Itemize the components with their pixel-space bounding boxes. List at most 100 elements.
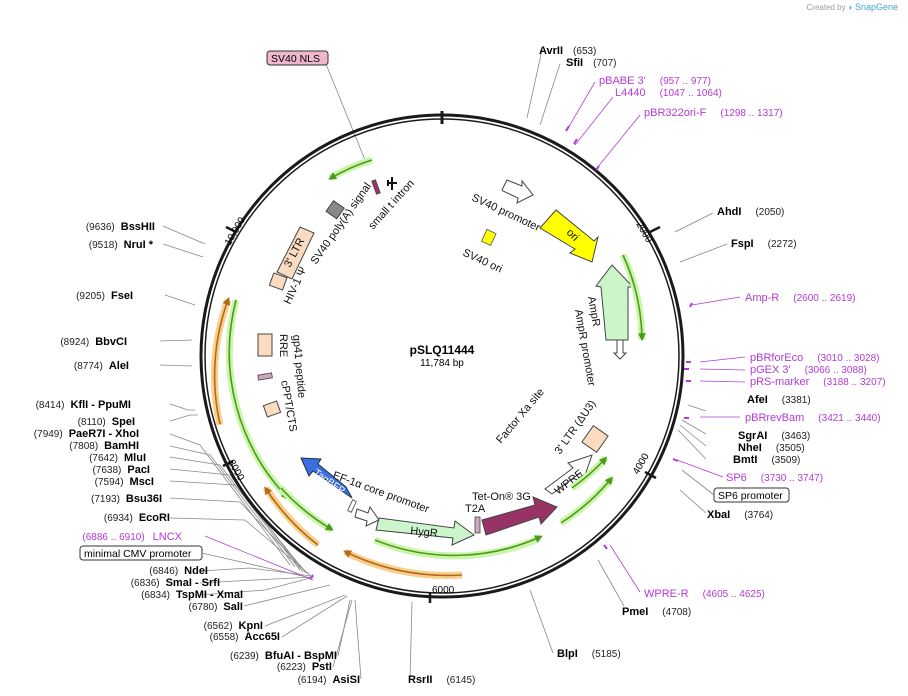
cppt-cts-box: [262, 400, 282, 418]
plasmid-length: 11,784 bp: [420, 358, 464, 369]
primer-prs-marker: pRS-marker(3188 .. 3207): [750, 376, 886, 388]
tet-on-arrow: [481, 496, 558, 536]
ampr-label: AmpR: [585, 295, 602, 327]
site-paer7i-xhoi: (7949)PaeR7I - XhoI: [34, 428, 139, 440]
ef1a-promoter-arrow: [354, 505, 380, 527]
primer-pbrforeco: pBRforEco(3010 .. 3028): [750, 352, 879, 364]
site-leader-lines: [159, 49, 728, 680]
tick-2000: [649, 225, 661, 234]
tick-label-2000: 2000: [633, 220, 654, 245]
orange-orf-arcs: [210, 296, 463, 580]
site-sfii: SfiI(707): [566, 57, 616, 69]
sv40-nls-label: SV40 NLS: [271, 53, 320, 65]
primer-leader-lines: [204, 81, 746, 593]
site-smai-srfi: (6836)SmaI - SrfI: [131, 577, 220, 589]
watermark-prefix: Created by: [806, 3, 846, 12]
tick-8000: [222, 459, 234, 468]
primer-pgex3: pGEX 3'(3066 .. 3088): [750, 364, 867, 376]
site-bbvci: (8924)BbvCI: [60, 336, 127, 348]
sv40-promoter-arrow: [501, 179, 534, 204]
site-bsshii: (9636)BssHII: [86, 221, 155, 233]
site-spei: (8110)SpeI: [78, 416, 135, 428]
sv40-polya-label: SV40 poly(A) signal: [309, 181, 374, 267]
primer-sp6: SP6(3730 .. 3747): [726, 472, 823, 484]
primer-lncx: (6886 .. 6910)LNCX: [82, 531, 182, 543]
snapgene-logo-icon: ◖: [847, 3, 853, 12]
snapgene-watermark: Created by ◖ SnapGene: [807, 2, 899, 12]
site-bsu36i: (7193)Bsu36I: [91, 493, 162, 505]
orf-arcs: [225, 156, 646, 560]
hygr-label: HygR: [410, 525, 439, 540]
site-ecori: (6934)EcoRI: [104, 512, 170, 524]
site-msci: (7594)MscI: [95, 476, 154, 488]
primer-pbrrevbam: pBRrevBam(3421 .. 3440): [745, 412, 881, 424]
t2a-box: [474, 516, 481, 534]
site-kpni: (6562)KpnI: [204, 620, 263, 632]
site-blpi: BlpI(5185): [557, 648, 621, 660]
sp6-promoter-label: SP6 promoter: [718, 490, 783, 502]
ampr-arrow: [595, 264, 635, 341]
primer-marks: [309, 125, 693, 580]
sv40-ori-label: SV40 ori: [461, 247, 504, 276]
tick-label-6000: 6000: [432, 585, 455, 596]
site-xbai: XbaI(3764): [707, 509, 773, 521]
primer-l4440: L4440(1047 .. 1064): [615, 87, 722, 99]
site-psti: (6223)PstI: [277, 661, 332, 673]
site-tspmi-xmai: (6834)TspMI - XmaI: [141, 589, 243, 601]
site-mlui: (7642)MluI: [89, 452, 146, 464]
site-avrii: AvrII(653): [539, 45, 596, 57]
site-fspi: FspI(2272): [731, 238, 797, 250]
ori-arrow: [539, 209, 599, 263]
gp41-box: [257, 372, 273, 381]
small-t-intron-mark: [387, 177, 397, 190]
ltr-du3-box: [581, 424, 609, 454]
plasmid-name: pSLQ11444: [410, 343, 475, 357]
small-marker-box: [347, 499, 357, 513]
site-asisi: (6194)AsiSI: [298, 674, 360, 686]
site-ahdi: AhdI(2050): [717, 206, 784, 218]
wpre-arrow: [544, 454, 593, 495]
sv40-polya-box: [325, 199, 345, 220]
site-paci: (7638)PacI: [92, 464, 150, 476]
tick-10000: [225, 225, 237, 234]
hygr-arrow: [375, 517, 475, 546]
site-kfli-ppumi: (8414)KflI - PpuMI: [36, 399, 131, 411]
site-nhei: NheI(3505): [738, 442, 805, 454]
site-sgrai: SgrAI(3463): [738, 430, 810, 442]
primer-wpre-r: WPRE-R(4605 .. 4625): [644, 588, 765, 600]
tick-4000: [644, 470, 657, 480]
hiv-psi-box: [268, 272, 288, 291]
tick-label-10000: 10,000: [223, 215, 248, 247]
site-pmei: PmeI(4708): [622, 606, 691, 618]
gp41-label: gp41 peptide: [290, 334, 307, 398]
sv40-ori-box: [480, 228, 497, 246]
tet-on-label: Tet-On® 3G: [472, 491, 531, 503]
primer-pbabe3: pBABE 3'(957 .. 977): [599, 75, 711, 87]
rre-label: RRE: [277, 334, 289, 357]
site-bamhi: (7808)BamHI: [69, 440, 139, 452]
sv40-promoter-label: SV40 promoter: [470, 192, 542, 234]
site-nrui: (9518)NruI *: [89, 239, 154, 251]
site-afei: AfeI(3381): [747, 394, 811, 406]
site-ndei: (6846)NdeI: [149, 565, 208, 577]
site-alei: (8774)AleI: [74, 360, 129, 372]
site-bfuai-bspmi: (6239)BfuAI - BspMI: [230, 650, 337, 662]
rre-box: [257, 333, 273, 357]
site-acc65i: (6558)Acc65I: [210, 631, 280, 643]
site-fsei: (9205)FseI: [76, 290, 133, 302]
tagbfp-arrow: [300, 457, 353, 499]
sv40-nls-label-box: [266, 50, 329, 66]
restriction-site-labels: AvrII(653) SfiI(707) AhdI(2050) FspI(227…: [34, 45, 811, 686]
ltr3-box: [276, 226, 315, 280]
site-sali: (6780)SalI: [189, 601, 243, 613]
site-rsrii: RsrII(6145): [408, 674, 475, 686]
min-cmv-label: minimal CMV promoter: [84, 548, 192, 560]
sv40-nls-mark: [371, 179, 381, 195]
primer-pbr322ori-f: pBR322ori-F(1298 .. 1317): [644, 107, 783, 119]
factor-xa-label: Factor Xa site: [494, 386, 547, 446]
t2a-label: T2A: [465, 503, 486, 515]
site-bmti: BmtI(3509): [733, 454, 800, 466]
primer-amp-r: Amp-R(2600 .. 2619): [745, 292, 856, 304]
watermark-brand: SnapGene: [854, 2, 898, 12]
